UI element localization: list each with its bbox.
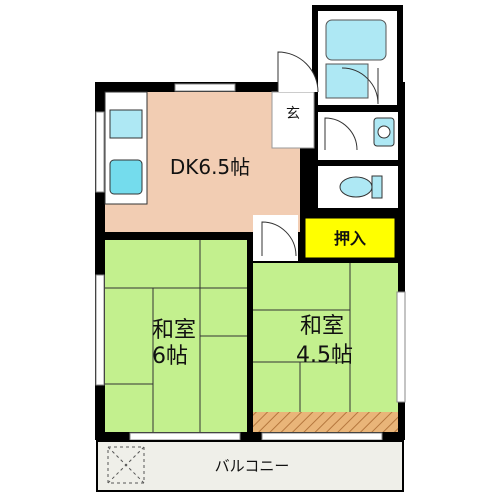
washitsu-right-label-1: 和室 xyxy=(300,314,344,339)
balcony-hatch-diag-2 xyxy=(107,446,145,484)
stove-icon xyxy=(109,159,143,195)
washitsu-right-room xyxy=(253,263,398,432)
bathtub xyxy=(325,19,387,61)
tatami-lines-right xyxy=(253,263,351,412)
hall-door-swing xyxy=(261,221,297,257)
bath-floor xyxy=(325,63,369,99)
washroom-door-swing xyxy=(324,117,358,151)
genkan xyxy=(272,92,314,148)
washitsu-left-label-1: 和室 xyxy=(152,318,196,343)
tatami-lines-left xyxy=(105,240,247,432)
entrance-door-swing xyxy=(277,51,319,93)
washitsu-left-label-2: 6帖 xyxy=(152,344,188,369)
toilet-icon xyxy=(339,176,373,198)
washitsu-right-label-2: 4.5帖 xyxy=(296,343,353,368)
floor-strip xyxy=(253,412,398,432)
bath-door-swing xyxy=(341,67,379,105)
oshiire xyxy=(302,215,398,261)
balcony-hatch xyxy=(107,446,145,484)
basin-bowl xyxy=(377,125,391,139)
balcony-label: バルコニー xyxy=(215,457,290,475)
kitchen-sink-icon xyxy=(109,109,143,139)
genkan-label: 玄 xyxy=(286,105,300,122)
toilet-tank xyxy=(371,175,383,199)
oshiire-label: 押入 xyxy=(334,229,366,248)
dk-room-label: DK6.5帖 xyxy=(170,155,250,179)
balcony xyxy=(96,440,404,492)
